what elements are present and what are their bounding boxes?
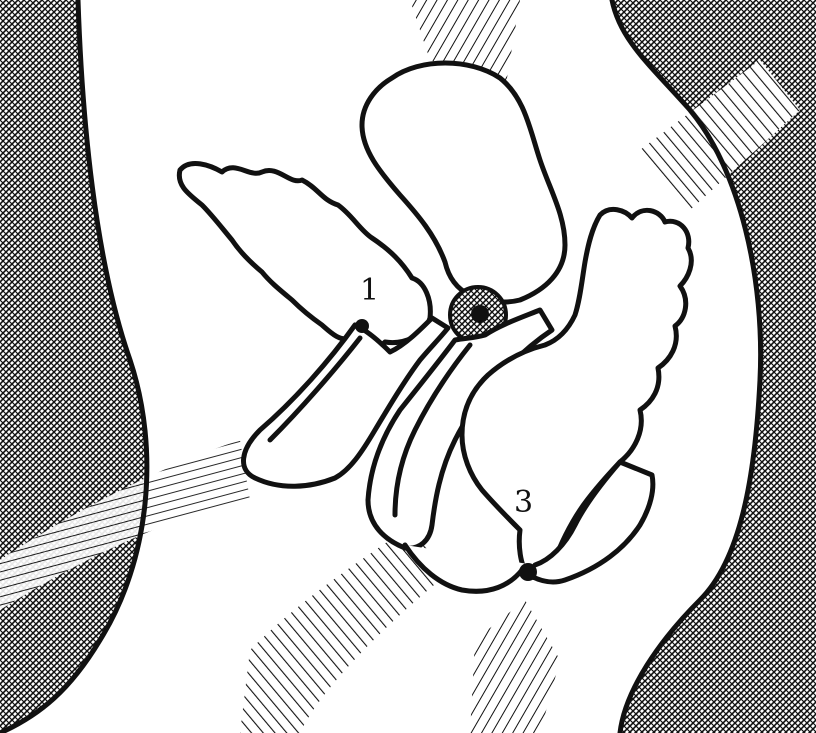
bottom-ray-shading bbox=[470, 600, 560, 733]
label-1: 1 bbox=[360, 273, 379, 308]
left-exterior-shading bbox=[0, 0, 147, 733]
label-3: 3 bbox=[514, 485, 533, 520]
anal-marker-dot bbox=[519, 563, 537, 581]
cervix-marker-dot bbox=[471, 305, 489, 323]
bladder-outline bbox=[179, 164, 430, 347]
urethral-marker-dot bbox=[355, 319, 369, 333]
